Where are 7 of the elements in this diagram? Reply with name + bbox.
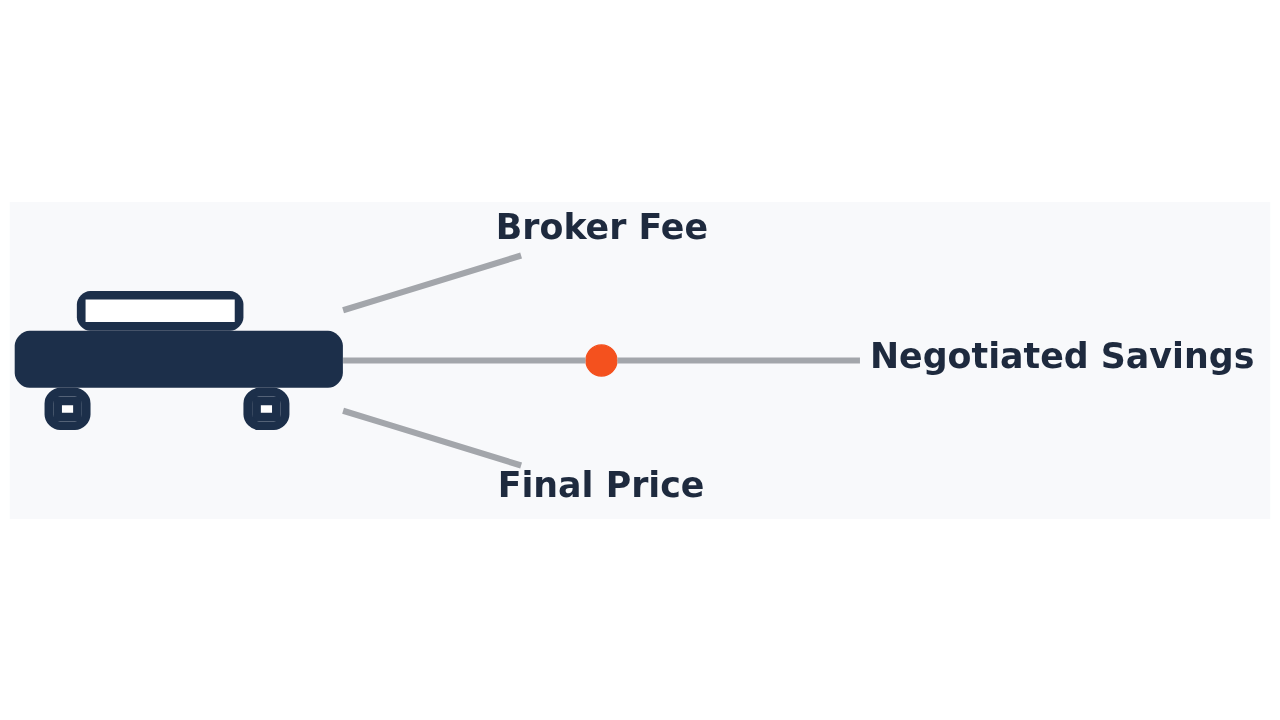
node-circle — [585, 343, 618, 377]
node-text: Final Price — [497, 464, 705, 505]
node-text: Negotiated Savings — [869, 335, 1255, 376]
connector — [342, 252, 523, 313]
node-text: Broker Fee — [495, 206, 709, 247]
connector — [342, 407, 523, 468]
connector — [343, 356, 586, 364]
